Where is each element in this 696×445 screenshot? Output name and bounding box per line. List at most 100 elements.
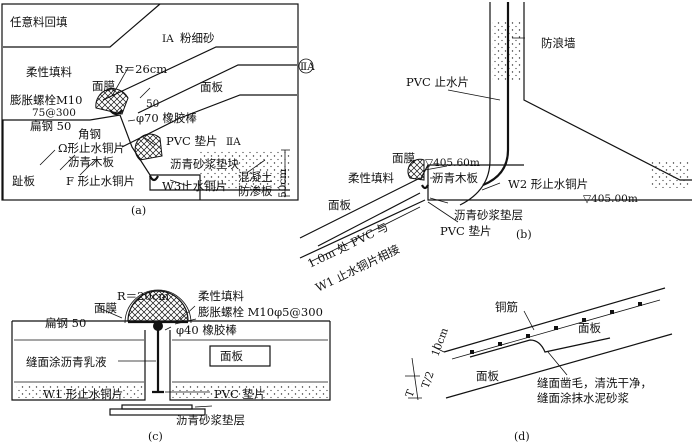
label-elev-bottom: ▽405.00m: [583, 193, 638, 205]
label-note-1: 缝面凿毛，清洗干净，: [537, 376, 652, 390]
b-slab-lines: [299, 177, 426, 259]
label-face-slab-left-d: 面板: [476, 369, 499, 383]
label-zone-2a: ⅡA: [300, 61, 315, 73]
caption-a: (a): [131, 204, 146, 217]
label-asphalt-board-a: 沥青木板: [68, 155, 114, 169]
d-dim-lines: [405, 345, 445, 401]
rubber-rod-c: [153, 321, 163, 331]
slab-hatch: [39, 149, 96, 176]
label-flat-steel-a: 扁钢 50: [30, 119, 71, 133]
label-flex-fill-a: 柔性填料: [26, 65, 72, 79]
label-face-slab-b: 面板: [328, 198, 351, 212]
panel-b: 防浪墙 PVC 止水片 面膜 ▽405.60m 柔性填料 沥青木板 W2 形止水…: [299, 2, 692, 295]
caption-c: (c): [148, 430, 163, 443]
label-dim-t: T: [404, 388, 418, 399]
label-face-film-b: 面膜: [392, 151, 415, 165]
caption-d: (d): [514, 430, 530, 443]
c-slab-right: [169, 321, 331, 401]
label-asphalt-mortar-c: 沥青砂浆垫层: [176, 413, 245, 427]
pvc-pad-c: [121, 404, 193, 410]
label-fine-sand: 粉细砂: [180, 31, 215, 45]
d-slab-top: [443, 287, 666, 353]
b-slab-inner: [309, 206, 421, 263]
label-concrete-cutoff-1: 混凝土: [238, 170, 273, 184]
label-note-2: 缝面涂抹水泥砂浆: [537, 391, 629, 405]
pad-block-a: [134, 133, 163, 161]
zone-2a-marker: [298, 58, 314, 74]
label-flex-fill-c: 柔性填料: [198, 289, 244, 303]
c-texture-left: [16, 384, 144, 398]
label-omega-stop: Ω形止水铜片: [58, 141, 125, 155]
label-dim-50-a: 50: [146, 98, 159, 110]
face-film-c: [124, 289, 192, 324]
label-radius-a: R＝26cm: [115, 62, 167, 76]
base-texture: [650, 160, 690, 188]
label-dim-50cm: 50cm: [277, 169, 289, 198]
label-flat-steel-c: 扁钢 50: [45, 316, 86, 330]
leader-lines-a: [111, 67, 266, 187]
panel-d: 铜筋 面板 面板 10cm T/2 T 缝面凿毛，清洗干净， 缝面涂抹水泥砂浆 …: [404, 287, 673, 443]
dim-50cm: [281, 149, 290, 197]
caption-b: (b): [516, 228, 532, 241]
label-w2-stop: W2 形止水铜片: [508, 177, 588, 191]
concrete-cutoff-texture: [200, 150, 290, 190]
filler-dome-c: [127, 290, 189, 322]
label-pvc-pad-c: PVC 垫片: [214, 387, 266, 401]
asphalt-mortar-c: [109, 408, 206, 416]
label-bolt-a: 膨胀螺栓M10: [10, 93, 82, 107]
label-dim-10cm: 10cm: [430, 326, 451, 358]
d-slab-bottom: [445, 333, 673, 399]
c-slab-left: [11, 321, 146, 401]
label-flex-fill-b: 柔性填料: [348, 171, 394, 185]
label-wave-wall: 防浪墙: [541, 36, 576, 50]
label-pvc-pad-b: PVC 垫片: [440, 224, 492, 238]
label-w3-stop: W3止水铜片: [162, 179, 227, 193]
slab-bottom-line: [121, 94, 297, 148]
label-fine-sand-code: ⅠA: [162, 33, 174, 45]
slab-top-line: [137, 64, 297, 114]
label-bolt-c: 膨胀螺栓 M10φ5@300: [198, 305, 323, 319]
label-pvc-stop: PVC 止水片: [406, 75, 469, 89]
label-asphalt-mortar-b: 沥青砂浆垫层: [454, 208, 523, 222]
fill-boundary-line: [3, 3, 161, 48]
filler-dome-a: [95, 88, 129, 115]
c-texture-right: [172, 384, 328, 398]
label-backfill: 任意料回填: [10, 15, 68, 29]
face-slab-box-c: [209, 345, 271, 367]
label-asphalt-mortar-block: 沥青砂浆垫块: [170, 157, 239, 171]
label-face-film-a: 面膜: [92, 79, 115, 93]
label-asphalt-board-b: 沥青木板: [432, 171, 478, 185]
omega-stop-shape: [109, 109, 123, 116]
w2-stop-shape: [421, 184, 429, 190]
label-face-slab-right-d: 面板: [578, 321, 601, 335]
label-elev-top: ▽405.60m: [425, 157, 480, 169]
label-face-slab-a: 面板: [200, 80, 223, 94]
leader-lines-b: [424, 37, 525, 223]
toe-slab-outline: [2, 114, 201, 200]
label-dim-t2: T/2: [420, 370, 437, 390]
label-joint-coat: 缝面涂沥青乳液: [26, 355, 107, 369]
leader-lines-d: [523, 310, 568, 376]
label-rebar-d: 铜筋: [495, 300, 518, 314]
sand-boundary-line: [102, 46, 297, 101]
label-angle-steel: 角钢: [78, 127, 101, 141]
d-rebar-dots: [470, 302, 642, 354]
d-joint-line: [469, 337, 611, 358]
label-f-stop: F 形止水铜片: [66, 174, 135, 188]
label-toe-slab: 趾板: [12, 174, 35, 188]
filler-dome-b: [407, 158, 425, 181]
rebar-line-c: [14, 339, 328, 383]
w3-stop-shape: [149, 175, 159, 182]
label-w1-stop-c: W1 形止水铜片: [43, 387, 123, 401]
label-bolt-spacing-a: 75@300: [32, 107, 76, 119]
label-rubber-rod-a: φ70 橡胶棒: [136, 111, 197, 125]
panel-a-frame: [1, 3, 299, 201]
panel-c: R＝20cm 柔性填料 面膜 扁钢 50 膨胀螺栓 M10φ5@300 φ40 …: [11, 289, 331, 443]
leader-lines-c: [98, 295, 213, 408]
pvc-stop-line: [482, 2, 510, 187]
label-concrete-cutoff-2: 防渗板: [238, 184, 273, 198]
label-radius-c: R＝20cm: [117, 289, 169, 303]
label-pvc-code-a: ⅡA: [226, 136, 241, 148]
label-rubber-rod-c: φ40 橡胶棒: [176, 323, 237, 337]
